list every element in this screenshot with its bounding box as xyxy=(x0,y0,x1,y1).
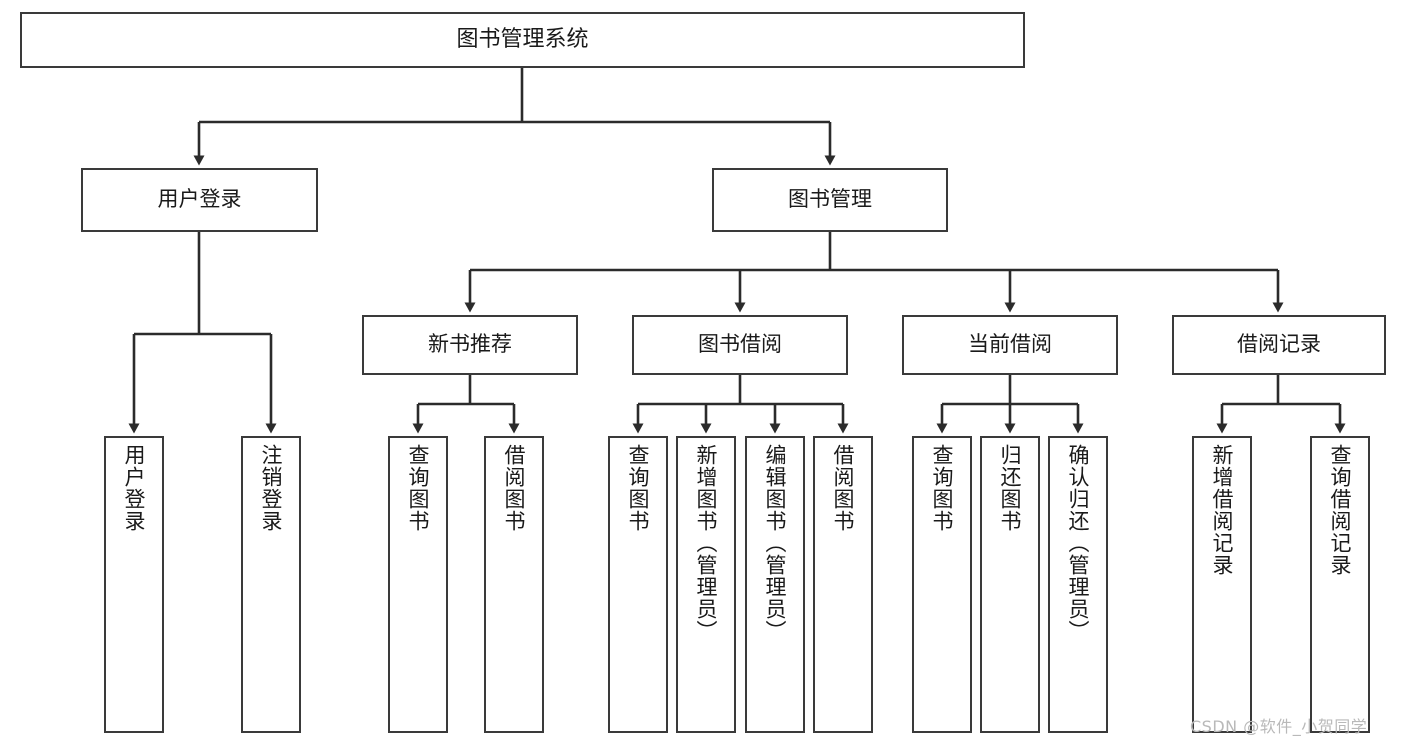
leaf-user-login-label: 用户登录 xyxy=(122,444,147,532)
leaf-query-book-2[interactable]: 查询图书 xyxy=(608,436,668,733)
leaf-query-book-1-label: 查询图书 xyxy=(406,444,431,532)
leaf-add-book-label: 新增图书（管理员） xyxy=(694,444,719,642)
node-root-label: 图书管理系统 xyxy=(456,26,589,52)
node-book-borrow-label: 图书借阅 xyxy=(698,332,782,357)
leaf-query-record[interactable]: 查询借阅记录 xyxy=(1310,436,1370,733)
node-user-login[interactable]: 用户登录 xyxy=(81,168,318,232)
leaf-query-book-1[interactable]: 查询图书 xyxy=(388,436,448,733)
leaf-borrow-book-2[interactable]: 借阅图书 xyxy=(813,436,873,733)
leaf-add-record[interactable]: 新增借阅记录 xyxy=(1192,436,1252,733)
leaf-query-book-2-label: 查询图书 xyxy=(626,444,651,532)
node-current-borrow[interactable]: 当前借阅 xyxy=(902,315,1118,375)
leaf-borrow-book-1-label: 借阅图书 xyxy=(502,444,527,532)
leaf-user-logout[interactable]: 注销登录 xyxy=(241,436,301,733)
csdn-watermark: CSDN @软件_小贺同学 xyxy=(1190,717,1368,736)
node-root[interactable]: 图书管理系统 xyxy=(20,12,1025,68)
leaf-query-book-3-label: 查询图书 xyxy=(930,444,955,532)
leaf-borrow-book-1[interactable]: 借阅图书 xyxy=(484,436,544,733)
node-new-book-rec[interactable]: 新书推荐 xyxy=(362,315,578,375)
node-book-manage-label: 图书管理 xyxy=(788,187,872,212)
leaf-query-book-3[interactable]: 查询图书 xyxy=(912,436,972,733)
node-book-borrow[interactable]: 图书借阅 xyxy=(632,315,848,375)
node-current-borrow-label: 当前借阅 xyxy=(968,332,1052,357)
leaf-add-record-label: 新增借阅记录 xyxy=(1210,444,1235,576)
leaf-return-book[interactable]: 归还图书 xyxy=(980,436,1040,733)
leaf-query-record-label: 查询借阅记录 xyxy=(1328,444,1353,576)
leaf-add-book[interactable]: 新增图书（管理员） xyxy=(676,436,736,733)
node-borrow-record-label: 借阅记录 xyxy=(1237,332,1321,357)
leaf-edit-book[interactable]: 编辑图书（管理员） xyxy=(745,436,805,733)
leaf-confirm-return-label: 确认归还（管理员） xyxy=(1066,444,1091,642)
node-new-book-rec-label: 新书推荐 xyxy=(428,332,512,357)
leaf-confirm-return[interactable]: 确认归还（管理员） xyxy=(1048,436,1108,733)
node-user-login-label: 用户登录 xyxy=(157,187,242,212)
leaf-return-book-label: 归还图书 xyxy=(998,444,1023,532)
leaf-user-login[interactable]: 用户登录 xyxy=(104,436,164,733)
leaf-edit-book-label: 编辑图书（管理员） xyxy=(763,444,788,642)
leaf-user-logout-label: 注销登录 xyxy=(259,444,284,532)
node-book-manage[interactable]: 图书管理 xyxy=(712,168,948,232)
leaf-borrow-book-2-label: 借阅图书 xyxy=(831,444,856,532)
node-borrow-record[interactable]: 借阅记录 xyxy=(1172,315,1386,375)
